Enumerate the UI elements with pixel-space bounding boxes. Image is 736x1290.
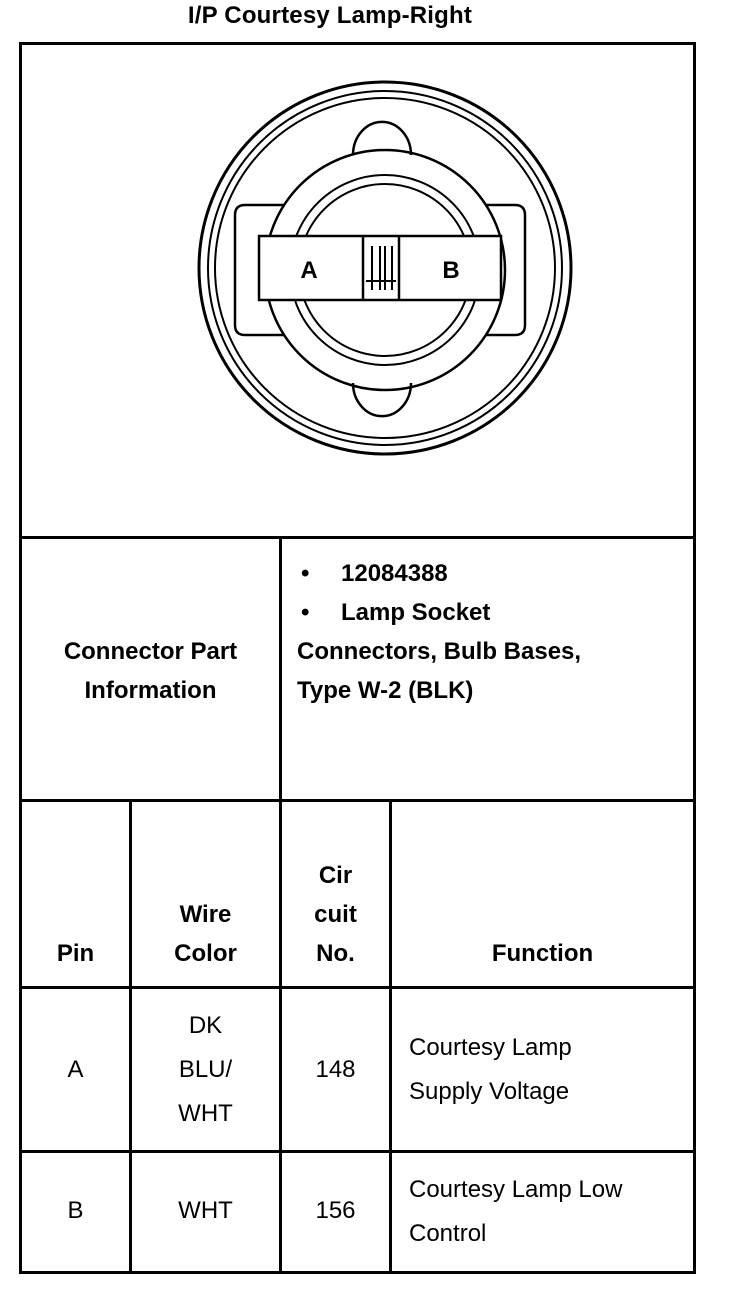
table-border-right [693, 42, 696, 1274]
circuit-column-divider [389, 799, 392, 1274]
row-a-function-line1: Courtesy Lamp [409, 1034, 572, 1061]
row-a-wire-line2: BLU/ [178, 1056, 233, 1083]
part-type-item: •Lamp Socket [301, 599, 491, 626]
connector-info-label-line1: Connector Part [63, 638, 238, 665]
connector-info-label: Connector Part Information [22, 632, 279, 710]
table-border-top [19, 42, 696, 45]
header-bottom-divider [19, 986, 696, 989]
info-bottom-divider [19, 799, 696, 802]
connector-info-value: •12084388 •Lamp Socket Connectors, Bulb … [297, 554, 693, 710]
pin-b-label: B [442, 257, 459, 284]
header-circuit-line2: cuit [314, 901, 357, 928]
part-type-line2: Connectors, Bulb Bases, [297, 638, 582, 665]
top-key-tab [351, 120, 413, 156]
bottom-key-tab [351, 382, 413, 418]
row-a-wire-line1: DK [188, 1012, 223, 1039]
row-b-circuit: 156 [315, 1197, 356, 1224]
row-a-bottom-divider [19, 1150, 696, 1153]
table-border-left [19, 42, 22, 1274]
right-ear [485, 203, 527, 337]
connector-info-label-line2: Information [84, 677, 217, 704]
part-number-item: •12084388 [301, 560, 448, 587]
header-circuit-no: Cir cuit No. [282, 856, 389, 973]
connector-face-diagram: A B [197, 80, 573, 456]
row-a-wire-line3: WHT [178, 1100, 233, 1127]
part-type-line3: Type W-2 (BLK) [297, 677, 474, 704]
part-number: 12084388 [341, 560, 448, 587]
row-a-pin: A [67, 1056, 84, 1083]
row-a-wire-color: DK BLU/ WHT [132, 1004, 279, 1136]
page-title: I/P Courtesy Lamp-Right [187, 2, 473, 29]
row-b-wire-color: WHT [178, 1197, 233, 1224]
header-circuit-line1: Cir [318, 862, 353, 889]
row-b-pin: B [67, 1197, 84, 1224]
outer-ring-inner-edge-2 [214, 97, 556, 439]
outer-ring-inner-edge [207, 90, 563, 446]
left-ear [233, 203, 285, 337]
row-b-function: Courtesy Lamp Low Control [409, 1168, 693, 1256]
pin-a-label: A [300, 257, 317, 284]
header-wire-color-line2: Color [174, 940, 237, 967]
row-a-function-line2: Supply Voltage [409, 1078, 570, 1105]
part-type-line1: Lamp Socket [341, 599, 491, 626]
header-circuit-line3: No. [316, 940, 355, 967]
row-a-circuit: 148 [315, 1056, 356, 1083]
pin-column-divider [129, 799, 132, 1274]
header-wire-color: Wire Color [132, 895, 279, 973]
row-b-function-line1: Courtesy Lamp Low [409, 1176, 623, 1203]
header-function: Function [491, 940, 594, 967]
header-wire-color-line1: Wire [179, 901, 232, 928]
diagram-bottom-divider [19, 536, 696, 539]
row-a-function: Courtesy Lamp Supply Voltage [409, 1026, 693, 1114]
table-border-bottom [19, 1271, 696, 1274]
header-pin: Pin [56, 940, 95, 967]
info-column-divider [279, 536, 282, 1274]
outer-ring [197, 80, 573, 456]
row-b-function-line2: Control [409, 1220, 487, 1247]
